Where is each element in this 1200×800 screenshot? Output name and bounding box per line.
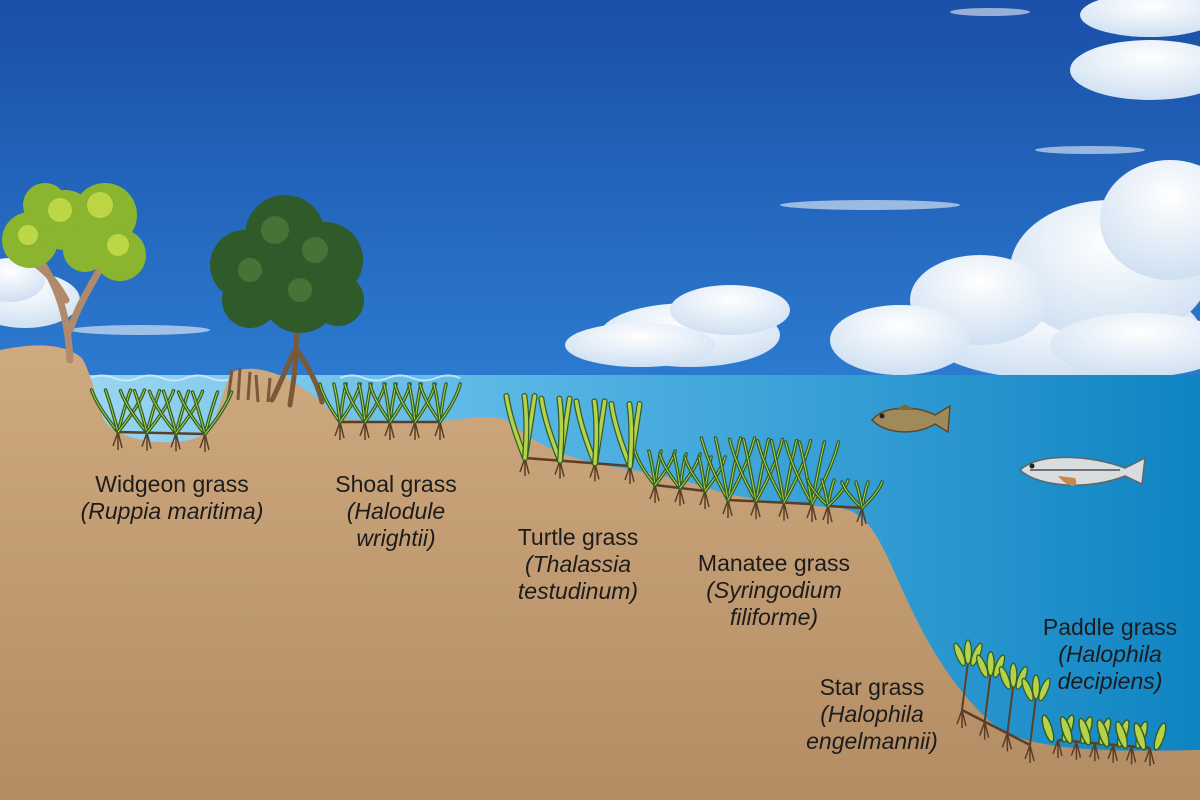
widgeon-grass-bed: [89, 388, 234, 452]
manatee-grass-bed-2: [699, 436, 841, 522]
cumulus-cloud-right: [830, 160, 1200, 380]
sediment: [0, 345, 1200, 800]
common-name: Paddle grass: [1042, 614, 1178, 640]
scientific-name: (Ruppia maritima): [80, 498, 264, 524]
scientific-name: (Halophila: [1058, 641, 1162, 667]
turtle-grass-bed: [503, 393, 643, 484]
scientific-name: (Halodule: [346, 498, 446, 524]
manatee-grass-bed-3: [806, 478, 884, 526]
marsh-grass-stalks: [226, 367, 272, 403]
scientific-name-line2: testudinum): [517, 578, 639, 604]
label-star-grass: Star grass (Halophila engelmannii): [792, 674, 952, 755]
label-turtle-grass: Turtle grass (Thalassia testudinum): [488, 524, 668, 605]
label-manatee-grass: Manatee grass (Syringodium filiforme): [674, 550, 874, 631]
mangrove-tree: [210, 195, 364, 408]
common-name: Widgeon grass: [95, 471, 249, 497]
label-widgeon-grass: Widgeon grass (Ruppia maritima): [72, 471, 272, 525]
scientific-name: (Syringodium: [706, 577, 842, 603]
common-name: Turtle grass: [517, 524, 639, 550]
scientific-name-line2: filiforme): [729, 604, 819, 630]
label-paddle-grass: Paddle grass (Halophila decipiens): [1030, 614, 1190, 695]
common-name: Star grass: [819, 674, 925, 700]
star-grass-bed: [953, 639, 1051, 763]
cumulus-cloud-center: [565, 285, 790, 367]
common-name: Shoal grass: [335, 471, 457, 497]
cumulus-cloud-topright: [1070, 0, 1200, 100]
shoal-grass-bed: [318, 382, 462, 440]
fish-snook: [1018, 456, 1146, 486]
buttonwood-tree: [2, 183, 146, 364]
scientific-name-line2: wrightii): [356, 525, 436, 551]
common-name: Manatee grass: [697, 550, 851, 576]
manatee-grass-bed-1: [633, 449, 727, 509]
scientific-name-line2: decipiens): [1057, 668, 1163, 694]
scientific-name: (Thalassia: [524, 551, 632, 577]
paddle-grass-bed: [1041, 714, 1167, 766]
fish-bass: [870, 404, 951, 434]
scientific-name-line2: engelmannii): [806, 728, 938, 754]
label-shoal-grass: Shoal grass (Halodule wrightii): [306, 471, 486, 552]
wispy-clouds: [70, 8, 1145, 335]
scientific-name: (Halophila: [820, 701, 924, 727]
